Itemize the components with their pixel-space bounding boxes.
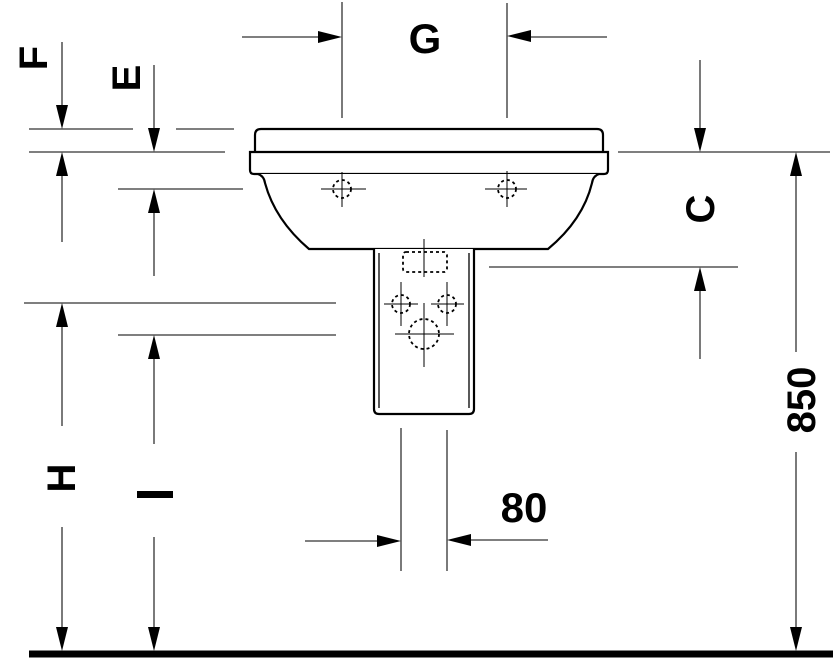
tap-hole-left [321, 172, 366, 207]
drain-outlet [395, 303, 454, 367]
basin-bowl [257, 172, 600, 251]
label-f: F [12, 46, 56, 70]
label-850: 850 [780, 367, 824, 434]
label-e: E [105, 65, 149, 92]
dimension-g: G [242, 2, 607, 118]
basin-top-rim [253, 127, 605, 152]
label-i-bar [137, 491, 173, 498]
label-80: 80 [501, 484, 548, 531]
dimension-850: 850 [780, 152, 824, 651]
label-g: G [409, 15, 442, 62]
dimension-h: H [24, 302, 336, 651]
dimension-e: E [105, 65, 243, 276]
dimension-f: F [12, 42, 234, 242]
dimension-c: C [489, 60, 830, 359]
basin-lip [248, 150, 610, 176]
supply-valve-right [431, 282, 464, 326]
dimension-80: 80 [305, 428, 548, 571]
tap-hole-right [485, 171, 527, 207]
label-c: C [679, 195, 723, 224]
dimension-i: I [118, 334, 336, 651]
label-h: H [40, 464, 84, 493]
supply-valve-left [384, 282, 418, 326]
washbasin [248, 127, 610, 251]
semi-pedestal [372, 239, 476, 416]
waste-outlet [402, 251, 448, 273]
